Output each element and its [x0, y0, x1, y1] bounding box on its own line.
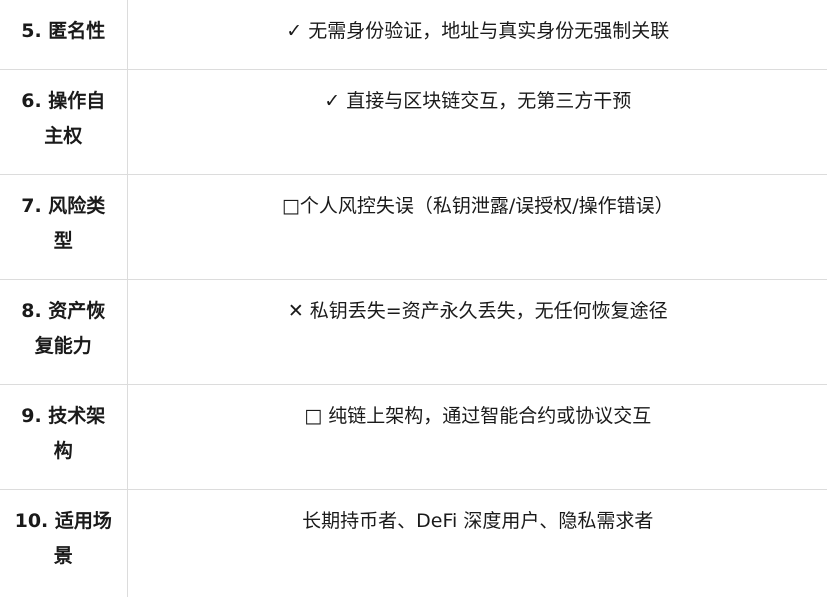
value-text: 无需身份验证，地址与真实身份无强制关联 [308, 20, 670, 42]
row-label: 6. 操作自主权 [0, 68, 128, 175]
row-value: ✓无需身份验证，地址与真实身份无强制关联 [126, 0, 827, 70]
value-text: 个人风控失误（私钥泄露/误授权/操作错误） [299, 194, 674, 217]
table-row: 7. 风险类型 □个人风控失误（私钥泄露/误授权/操作错误） [0, 173, 827, 280]
row-label: 10. 适用场景 [0, 488, 128, 597]
value-text: 长期持币者、DeFi 深度用户、隐私需求者 [302, 509, 654, 532]
table-row: 9. 技术架构 □纯链上架构，通过智能合约或协议交互 [0, 383, 827, 490]
value-text: 纯链上架构，通过智能合约或协议交互 [328, 404, 652, 427]
row-value: ✓直接与区块链交互，无第三方干预 [126, 68, 827, 175]
table-row: 5. 匿名性 ✓无需身份验证，地址与真实身份无强制关联 [0, 0, 827, 70]
value-text: 私钥丢失=资产永久丢失，无任何恢复途径 [309, 299, 668, 322]
row-label: 8. 资产恢复能力 [0, 278, 128, 385]
row-value: 长期持币者、DeFi 深度用户、隐私需求者 [126, 488, 827, 597]
row-label: 7. 风险类型 [0, 173, 128, 280]
row-label: 9. 技术架构 [0, 383, 128, 490]
table-row: 6. 操作自主权 ✓直接与区块链交互，无第三方干预 [0, 68, 827, 175]
missing-glyph-icon: □ [304, 404, 323, 427]
table-row: 8. 资产恢复能力 ✕私钥丢失=资产永久丢失，无任何恢复途径 [0, 278, 827, 385]
check-icon: ✓ [324, 89, 341, 112]
missing-glyph-icon: □ [281, 194, 300, 217]
cross-icon: ✕ [287, 299, 304, 322]
row-value: □个人风控失误（私钥泄露/误授权/操作错误） [126, 173, 827, 280]
check-icon: ✓ [286, 20, 303, 42]
table-row: 10. 适用场景 长期持币者、DeFi 深度用户、隐私需求者 [0, 488, 827, 597]
row-label: 5. 匿名性 [0, 0, 128, 70]
row-value: □纯链上架构，通过智能合约或协议交互 [126, 383, 827, 490]
row-value: ✕私钥丢失=资产永久丢失，无任何恢复途径 [126, 278, 827, 385]
value-text: 直接与区块链交互，无第三方干预 [346, 89, 632, 112]
